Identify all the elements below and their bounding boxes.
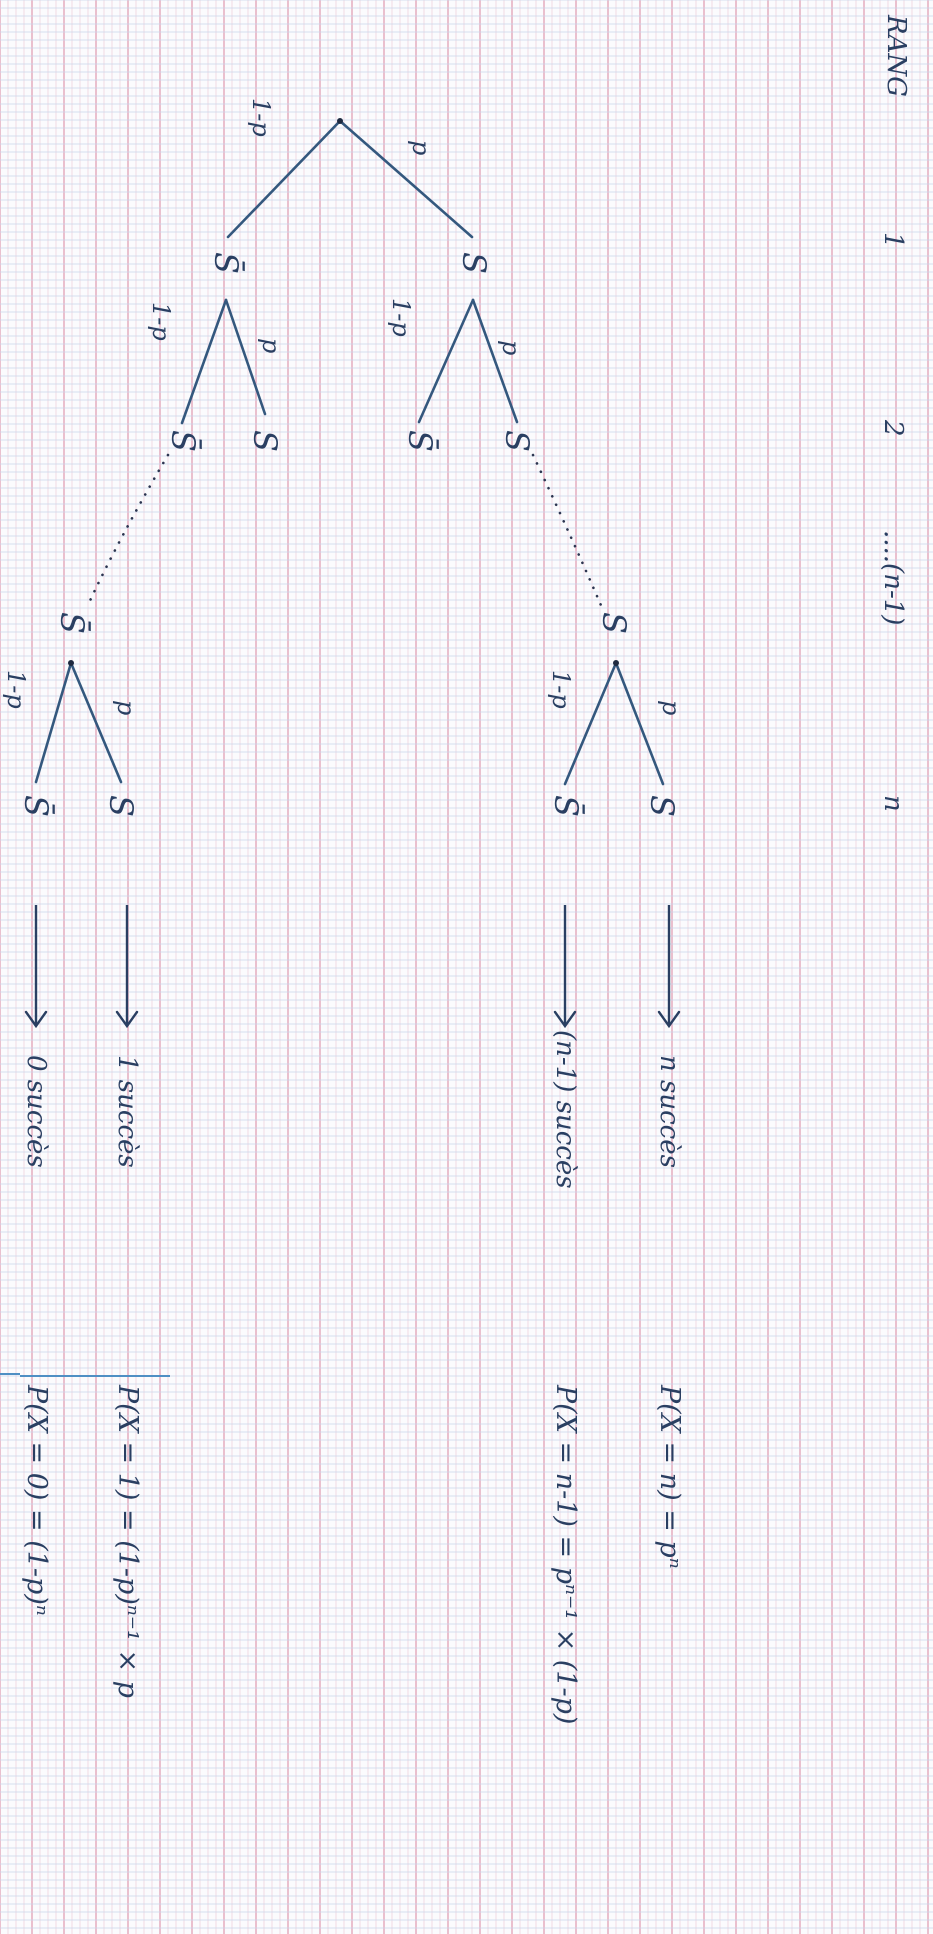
prob-Sbar-1-minus-p: 1-p [147, 302, 175, 341]
tree-edges [34, 119, 665, 786]
rank-2: 2 [878, 419, 908, 437]
outcome-1-succes: 1 succès [112, 1055, 142, 1168]
node-rank-n-minus-1-top [613, 660, 619, 666]
node-Sbar-rank-n-minus-1: S̄ [53, 612, 91, 634]
prob-root-1-minus-p: 1-p [247, 98, 275, 137]
edge-root-to-S [338, 119, 474, 239]
arrowhead-n-minus-1-succes [553, 1010, 577, 1029]
formula-p-x-1: P(X = 1) = (1-p)ⁿ⁻¹ × p [112, 1384, 143, 1698]
outcome-n-succes: n succès [654, 1055, 684, 1168]
dotted-continuation-bottom [86, 453, 170, 607]
prob-S-p: p [497, 340, 525, 355]
node-Sbar-rank-n-a: S̄ [547, 795, 585, 817]
outcome-n-minus-1-succes: (n-1) succès [550, 1030, 580, 1189]
edge-rank-n-S-to-Sbar [563, 661, 618, 786]
arrowhead-n-succes [657, 1010, 681, 1029]
node-S-rank-n-minus-1: S [595, 612, 633, 634]
rotated-sheet-content: RANG 1 2 ....(n-1) n [2, 14, 911, 1724]
node-S-rank-n-a: S [643, 795, 681, 817]
node-S-rank-n-b: S [102, 795, 140, 817]
edge-root-to-Sbar [226, 119, 342, 239]
outcome-0-succes: 0 succès [21, 1055, 51, 1168]
edge-S-to-Sbar [417, 298, 475, 424]
root-node [337, 118, 343, 124]
probability-labels: p 1-p p 1-p p 1-p p 1-p p 1-p [2, 98, 685, 715]
node-Sbar-rank2-b: S̄ [164, 430, 202, 452]
rank-n-minus-1: ....(n-1) [878, 530, 908, 625]
edge-rank-n-Sbar-to-S [69, 661, 123, 784]
node-S-rank2-a: S [498, 430, 536, 452]
prob-S-1-minus-p: 1-p [387, 298, 415, 337]
rank-n: n [878, 795, 908, 812]
edge-Sbar-to-S [224, 298, 267, 416]
node-Sbar-rank-n-b: S̄ [17, 795, 55, 817]
arrowhead-1-succes [115, 1010, 139, 1029]
formula-p-x-0: P(X = 0) = (1-p)ⁿ [21, 1384, 52, 1616]
prob-rank-n-bottom-1-minus-p: 1-p [2, 670, 30, 709]
edge-rank-n-Sbar-to-Sbar [34, 661, 73, 784]
prob-rank-n-bottom-p: p [112, 700, 140, 715]
edge-S-to-S [471, 298, 519, 424]
node-S-rank1: S [455, 252, 493, 274]
node-Sbar-rank1: S̄ [207, 252, 245, 274]
formula-p-x-n: P(X = n) = pⁿ [654, 1384, 685, 1569]
node-labels: S S̄ S S̄ S S̄ S S̄ S S̄ S S̄ [17, 252, 681, 817]
edge-rank-n-S-to-S [614, 661, 665, 786]
prob-rank-n-top-1-minus-p: 1-p [547, 670, 575, 709]
node-Sbar-rank2-a: S̄ [401, 430, 439, 452]
outcome-labels: n succès (n-1) succès 1 succès 0 succès [21, 1030, 684, 1189]
node-rank-n-minus-1-bottom [68, 660, 74, 666]
prob-rank-n-top-p: p [657, 700, 685, 715]
prob-root-p: p [407, 140, 435, 155]
arrowhead-0-succes [24, 1010, 48, 1029]
prob-Sbar-p: p [257, 338, 285, 353]
formula-p-x-n-minus-1: P(X = n-1) = pⁿ⁻¹ × (1-p) [550, 1384, 581, 1724]
node-S-rank2-b: S [246, 430, 284, 452]
rank-1: 1 [878, 232, 908, 249]
outcome-arrows [24, 905, 681, 1029]
edge-Sbar-to-Sbar [180, 298, 228, 425]
rang-header: RANG [881, 14, 911, 97]
formulas: P(X = n) = pⁿ P(X = n-1) = pⁿ⁻¹ × (1-p) … [21, 1384, 685, 1724]
